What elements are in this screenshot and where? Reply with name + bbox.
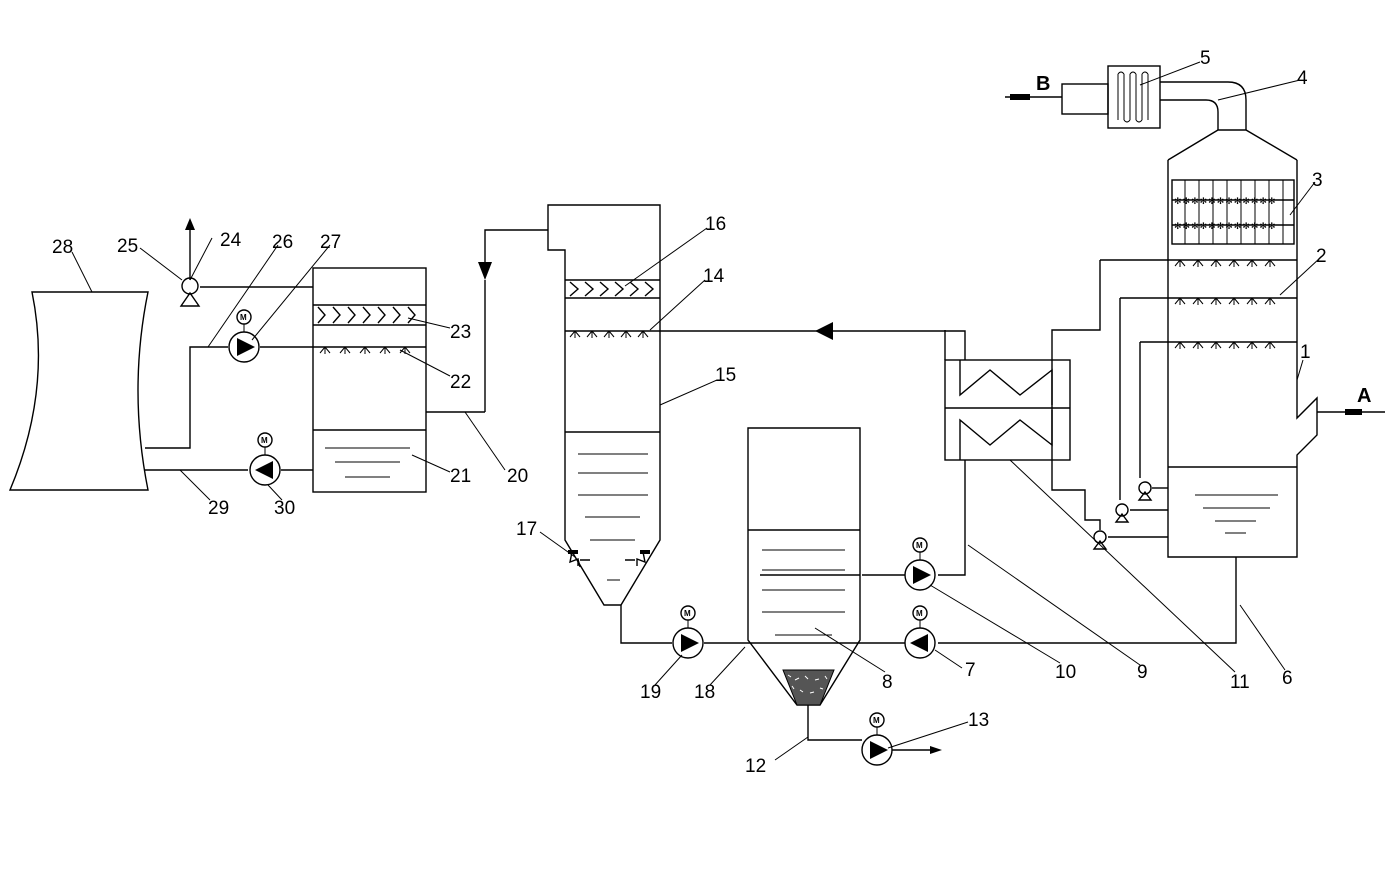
tower-spray-layers	[1100, 259, 1297, 349]
motor-7-label: M	[916, 609, 923, 618]
pump-27: M	[228, 309, 260, 363]
label-24: 24	[220, 230, 242, 251]
pump-30: M	[249, 432, 281, 486]
svg-text:✻✻✻✻✻✻✻✻✻✻✻✻: ✻✻✻✻✻✻✻✻✻✻✻✻	[1174, 197, 1277, 207]
motor-30-label: M	[261, 436, 268, 445]
label-13: 13	[968, 710, 989, 731]
motor-13-label: M	[873, 716, 880, 725]
pump-19: M	[672, 605, 704, 659]
cooling-tower	[8, 291, 149, 491]
pump-7: M	[904, 605, 936, 659]
leader-lines	[71, 61, 1321, 761]
pump-10: M	[904, 537, 936, 591]
outlet-label-b: B	[1036, 73, 1050, 95]
left-scrubber	[145, 218, 485, 493]
label-16: 16	[705, 214, 726, 235]
label-17: 17	[516, 519, 537, 540]
label-2: 2	[1316, 246, 1327, 267]
label-26: 26	[272, 232, 293, 253]
label-27: 27	[320, 232, 341, 253]
label-11: 11	[1230, 672, 1250, 693]
label-10: 10	[1055, 662, 1076, 683]
svg-text:✻✻✻✻✻✻✻✻✻✻✻✻: ✻✻✻✻✻✻✻✻✻✻✻✻	[1174, 222, 1277, 232]
label-15: 15	[715, 365, 736, 386]
pump-13: M	[861, 712, 942, 766]
label-22: 22	[450, 372, 471, 393]
heat-exchanger	[944, 330, 1071, 461]
label-5: 5	[1200, 48, 1211, 69]
label-6: 6	[1282, 668, 1293, 689]
label-25: 25	[117, 236, 138, 257]
label-1: 1	[1300, 342, 1311, 363]
spray-cooler	[478, 204, 661, 606]
label-18: 18	[694, 682, 715, 703]
label-3: 3	[1312, 170, 1323, 191]
gas-inlet: A	[1317, 385, 1385, 415]
inlet-label-a: A	[1357, 385, 1371, 407]
absorption-tower	[1167, 129, 1318, 558]
label-4: 4	[1297, 68, 1308, 89]
settling-tank	[747, 427, 862, 741]
label-23: 23	[450, 322, 471, 343]
motor-10-label: M	[916, 541, 923, 550]
label-7: 7	[965, 660, 976, 681]
tower-recirculation	[1051, 260, 1168, 550]
label-21: 21	[450, 466, 471, 487]
label-30: 30	[274, 498, 295, 519]
component-labels: 1 2 3 4 5 6 7 8 9 10 11 12 13 14 15 16 1…	[52, 48, 1327, 777]
motor-27-label: M	[240, 313, 247, 322]
label-20: 20	[507, 466, 528, 487]
label-28: 28	[52, 237, 73, 258]
label-12: 12	[745, 756, 766, 777]
motor-19-label: M	[684, 609, 691, 618]
tower-demister: ✻✻✻✻✻✻✻✻✻✻✻✻ ✻✻✻✻✻✻✻✻✻✻✻✻	[1171, 179, 1295, 245]
label-9: 9	[1137, 662, 1148, 683]
outlet-duct: B	[1005, 65, 1247, 130]
label-29: 29	[208, 498, 229, 519]
label-19: 19	[640, 682, 661, 703]
label-8: 8	[882, 672, 893, 693]
pipe-lines-center	[565, 322, 1237, 644]
label-14: 14	[703, 266, 725, 287]
